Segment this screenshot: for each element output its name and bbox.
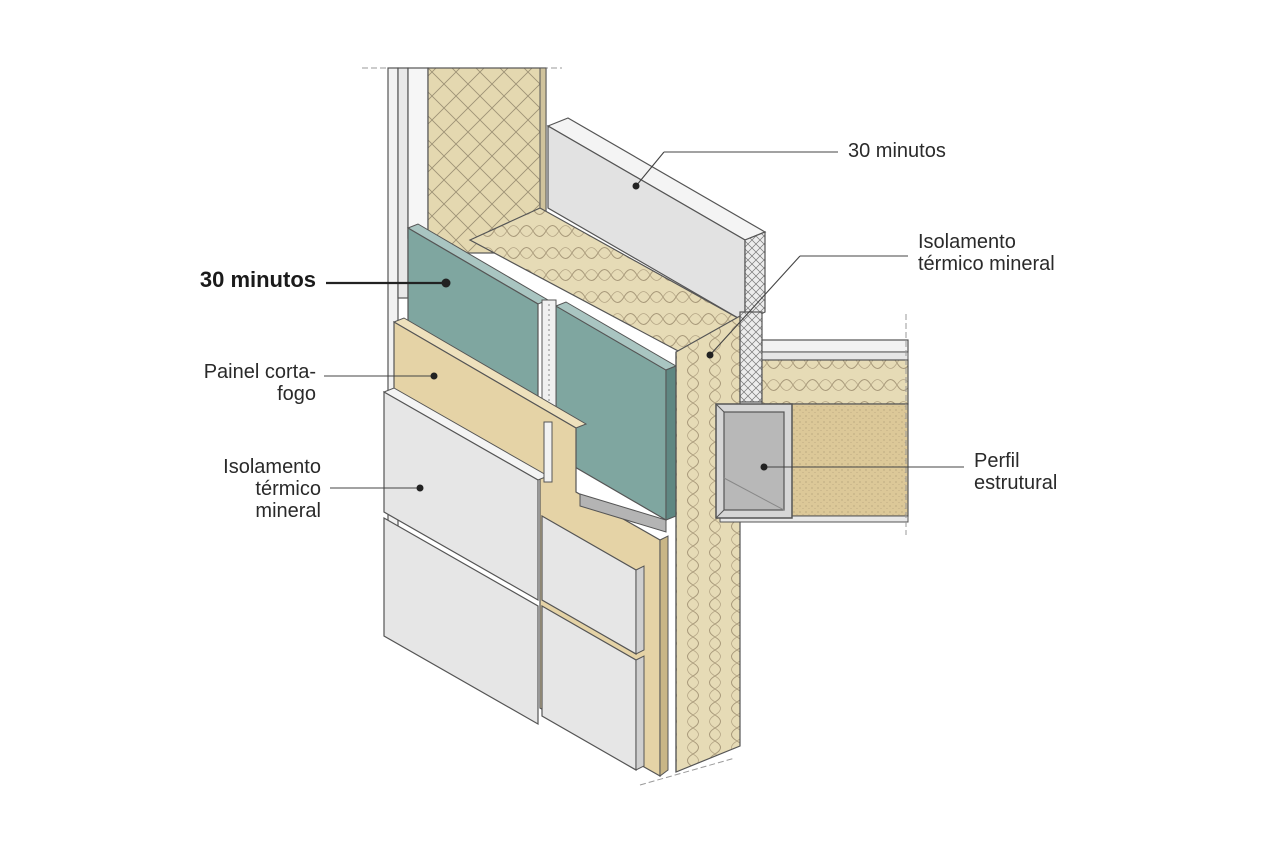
outer-cladding	[382, 387, 645, 772]
bottom-cut-line	[639, 757, 736, 786]
label-panel-line1: Painel corta-	[203, 361, 316, 383]
label-insulation-right-line1: Isolamento	[918, 231, 1016, 253]
label-left-30-minutos: 30 minutos	[199, 267, 316, 292]
gypsum-board	[406, 223, 678, 522]
structural-profile	[715, 403, 793, 519]
fire-stop-column	[739, 311, 763, 403]
label-top-30-minutos: 30 minutos	[848, 140, 946, 162]
label-insulation-left-line1: Isolamento	[223, 456, 321, 478]
floor-slab	[719, 314, 909, 535]
label-profile-line2: estrutural	[974, 472, 1058, 494]
upper-insulation-block	[427, 67, 547, 254]
label-profile-line1: Perfil	[974, 450, 1020, 472]
label-insulation-right-line2: térmico mineral	[918, 253, 1055, 275]
board-joint	[541, 299, 557, 409]
vertical-insulation-column	[675, 314, 741, 773]
label-insulation-left-line3: mineral	[255, 500, 321, 522]
top-cladding-board	[546, 117, 767, 324]
label-panel-line2: fogo	[277, 383, 316, 405]
label-insulation-left-line2: térmico	[255, 478, 321, 500]
leader-lines	[324, 151, 964, 492]
steel-strip	[579, 493, 667, 533]
